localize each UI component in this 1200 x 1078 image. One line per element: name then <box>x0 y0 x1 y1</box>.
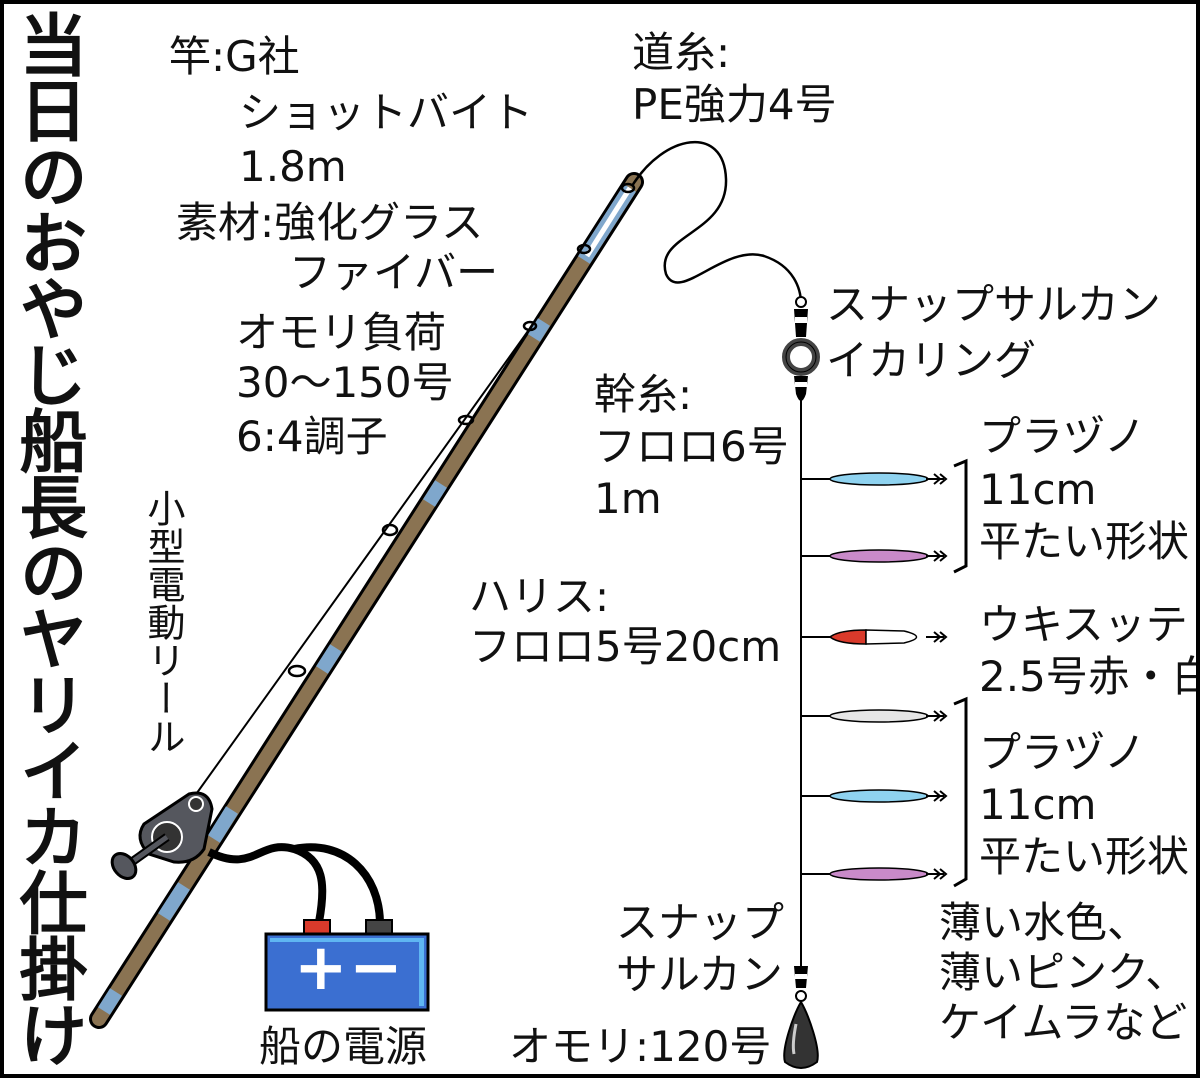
lure-2-shape: 平たい形状 <box>979 832 1190 881</box>
ukisutte-spec: 2.5号赤・白 <box>979 652 1200 701</box>
bottom-swivel-label: スナップ <box>616 898 785 947</box>
red-cable <box>207 843 327 923</box>
color-note-2: 薄いピンク、 <box>939 948 1188 997</box>
mikiito-length: 1m <box>594 474 662 523</box>
branch-lines <box>801 472 948 881</box>
lure-light-blue <box>801 472 948 486</box>
lure-2-name: プラヅノ <box>979 728 1146 777</box>
main-line <box>630 141 803 305</box>
battery-icon <box>264 919 430 1012</box>
bottom-swivel-label-cont: サルカン <box>616 950 783 999</box>
lure-1-shape: 平たい形状 <box>979 517 1190 566</box>
battery-label: 船の電源 <box>259 1022 428 1071</box>
load-range: 30〜150号 <box>236 358 454 407</box>
bracket-1 <box>953 458 968 574</box>
reel-icon <box>110 791 214 881</box>
rod-length: 1.8m <box>239 142 347 191</box>
battery-plus: + <box>294 931 348 1005</box>
rig-illustration <box>89 141 968 1069</box>
mikiito-spec: フロロ6号 <box>594 422 789 471</box>
lure-ukisutte <box>801 629 948 645</box>
harisu-label: ハリス: <box>469 572 610 621</box>
load-label: オモリ負荷 <box>236 308 447 357</box>
rod-action: 6:4調子 <box>236 412 388 461</box>
ukisutte-name: ウキスッテ <box>979 600 1188 649</box>
reel-label: 小型電動リール <box>141 489 185 755</box>
color-note-1: 薄い水色、 <box>939 898 1150 947</box>
michiito-label: 道糸: <box>632 28 731 77</box>
snap-swivel-icon <box>782 296 820 401</box>
battery-minus: − <box>349 931 403 1005</box>
michiito-spec: PE強力4号 <box>632 80 837 129</box>
sinker-icon <box>783 966 819 1069</box>
harisu-spec: フロロ5号20cm <box>469 622 782 671</box>
material-label: 素材:強化グラス <box>176 198 484 247</box>
lure-1-size: 11cm <box>979 465 1097 514</box>
lure-1-name: プラヅノ <box>979 412 1146 461</box>
mikiito-label: 幹糸: <box>594 370 693 419</box>
lure-pink <box>801 867 948 881</box>
lure-white <box>801 709 948 723</box>
lure-light-blue <box>801 789 948 803</box>
color-note-3: ケイムラなど <box>939 998 1188 1047</box>
bracket-2 <box>953 696 968 888</box>
snap-swivel-label: スナップサルカン <box>826 280 1161 329</box>
lure-pink <box>801 549 948 563</box>
sinker-label: オモリ:120号 <box>509 1022 772 1071</box>
rod <box>89 172 644 1029</box>
black-cable <box>293 843 384 923</box>
material-label-cont: ファイバー <box>289 248 499 297</box>
page-title: 当日のおやじ船長のヤリイカ仕掛け <box>7 10 86 1066</box>
rod-model: ショットバイト <box>239 88 534 137</box>
ika-ring-label: イカリング <box>826 336 1037 385</box>
lure-2-size: 11cm <box>979 780 1097 829</box>
rod-label: 竿:G社 <box>169 32 300 81</box>
